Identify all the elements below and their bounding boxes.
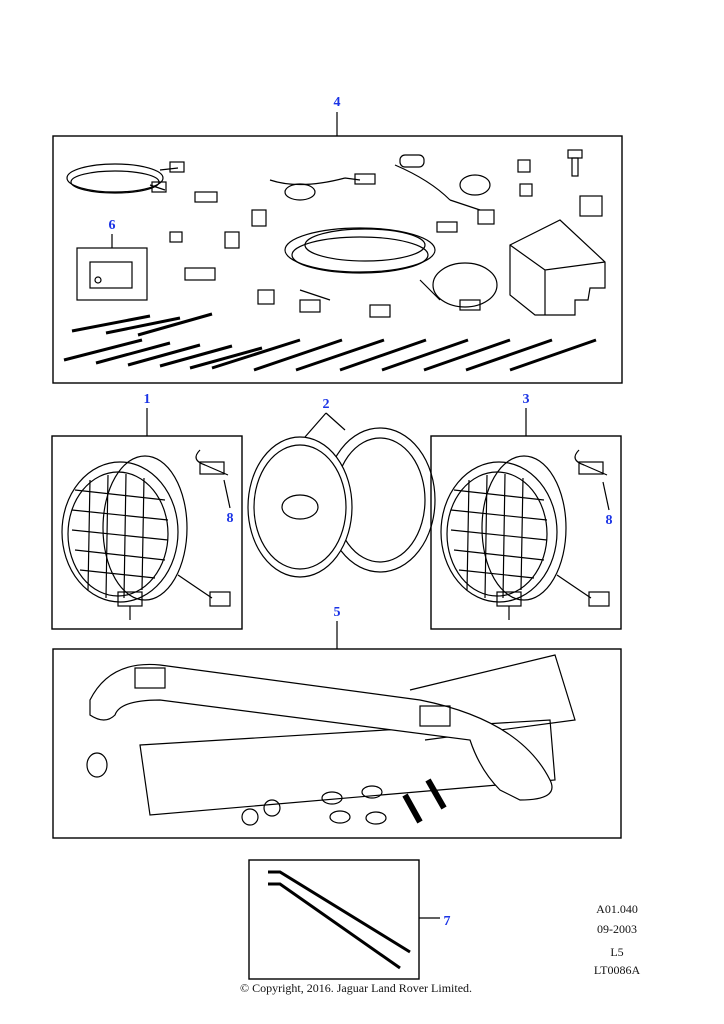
lamp-covers[interactable] (247, 412, 436, 578)
callout-4[interactable]: 4 (333, 95, 341, 110)
callout-6[interactable]: 6 (108, 218, 116, 233)
callout-3[interactable]: 3 (522, 392, 530, 407)
callout-2[interactable]: 2 (322, 397, 330, 412)
callout-8-left[interactable]: 8 (226, 511, 234, 526)
reference-code: A01.040 (596, 902, 638, 916)
callout-8-right[interactable]: 8 (605, 513, 613, 528)
reference-date: 09-2003 (597, 922, 637, 936)
callout-5[interactable]: 5 (333, 605, 341, 620)
lamp-bar-group[interactable] (52, 621, 622, 839)
wiring-kit-group[interactable] (52, 112, 623, 384)
callout-1[interactable]: 1 (143, 392, 151, 407)
copyright-notice: © Copyright, 2016. Jaguar Land Rover Lim… (239, 981, 473, 995)
lamp-assembly-right[interactable] (430, 408, 622, 630)
reference-level: L5 (610, 945, 624, 959)
illustration-number: LT0086A (593, 963, 641, 977)
callout-7[interactable]: 7 (443, 914, 451, 929)
stay-rod-group[interactable] (248, 859, 440, 980)
lamp-assembly-left[interactable] (51, 408, 243, 630)
